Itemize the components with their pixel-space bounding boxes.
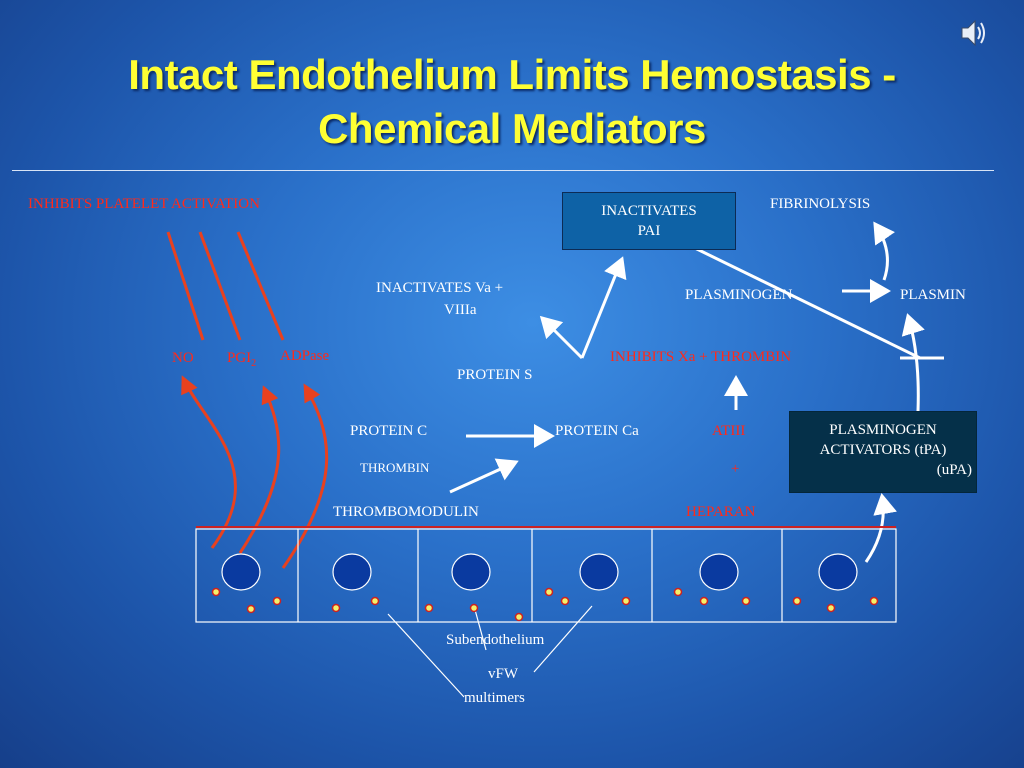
vfw-line-3 (533, 605, 593, 673)
vfw-pointer-lines (387, 605, 593, 698)
label-inhibits-platelet-activation: INHIBITS PLATELET ACTIVATION (28, 196, 260, 212)
title-divider (12, 170, 994, 171)
mediator-release-arrows (181, 375, 329, 569)
line-pai-inhibition (661, 230, 921, 360)
granule (699, 596, 709, 606)
red-line-no (166, 231, 205, 341)
granule (246, 604, 256, 614)
label-inactivates-va: INACTIVATES Va + (376, 280, 504, 296)
pathway-arrows (449, 221, 944, 563)
endothelial-layer (195, 526, 897, 623)
granule (469, 603, 479, 613)
activators-box-line-2: ACTIVATORS (tPA) (819, 442, 947, 458)
platelet-inhibition-lines (166, 231, 285, 341)
red-line-adpase (236, 231, 285, 341)
label-viiia: VIIIa (444, 302, 477, 318)
label-subendothelium: Subendothelium (446, 632, 545, 648)
granule (792, 596, 802, 606)
activators-box-line-1: PLASMINOGEN (829, 422, 937, 438)
nucleus (818, 553, 858, 591)
title-line-1: Intact Endothelium Limits Hemostasis - (128, 51, 896, 98)
speaker-icon[interactable] (960, 18, 986, 48)
granule (673, 587, 683, 597)
label-protein-c: PROTEIN C (350, 423, 428, 439)
granule (741, 596, 751, 606)
inactivates-pai-box: INACTIVATES PAI (562, 192, 736, 250)
label-multimers: multimers (464, 690, 525, 706)
plasminogen-activators-box: PLASMINOGEN ACTIVATORS (tPA) (uPA) (789, 411, 977, 493)
granule (621, 596, 631, 606)
arrow-protein-s-to-pai (580, 256, 627, 359)
nucleus (221, 553, 261, 591)
granule (370, 596, 380, 606)
label-adpase: ADPase (280, 348, 330, 364)
granule (869, 596, 879, 606)
nucleus (451, 553, 491, 591)
pgi-text: PGI (227, 350, 252, 366)
label-plasminogen: PLASMINOGEN (685, 287, 793, 303)
label-vfw: vFW (488, 666, 518, 682)
activators-box-line-3: (uPA) (936, 462, 972, 478)
vfw-line-1 (387, 613, 465, 698)
arrow-plasmin-to-fibrinolysis (873, 221, 896, 281)
label-protein-ca: PROTEIN Ca (555, 423, 639, 439)
label-plasmin: PLASMIN (900, 287, 966, 303)
arrow-protein-s-to-va (539, 315, 584, 360)
cell-layer-outline (195, 528, 897, 623)
nucleus (699, 553, 739, 591)
slide-title: Intact Endothelium Limits Hemostasis - C… (0, 48, 1024, 156)
label-fibrinolysis: FIBRINOLYSIS (770, 196, 871, 212)
red-curve-pgi (238, 385, 281, 554)
granule (544, 587, 554, 597)
title-line-2: Chemical Mediators (318, 105, 706, 152)
label-protein-s: PROTEIN S (457, 367, 533, 383)
arrow-thrombomodulin-to-thrombin (449, 458, 519, 494)
nuclei (221, 553, 858, 591)
label-no: NO (172, 350, 194, 366)
granule (514, 612, 524, 622)
granule (826, 603, 836, 613)
label-pgi2: PGI2 (227, 350, 256, 369)
label-heparan: HEPARAN (686, 504, 756, 520)
label-thrombomodulin: THROMBOMODULIN (333, 504, 479, 520)
pai-box-line-2: PAI (637, 223, 661, 239)
nucleus (579, 553, 619, 591)
red-line-pgi (198, 231, 242, 341)
red-curve-adpase (281, 383, 329, 569)
granule (331, 603, 341, 613)
vfw-line-2 (473, 605, 487, 651)
arrow-activators-to-plasmin (901, 313, 925, 412)
label-plus: + (731, 461, 740, 477)
label-atiii: ATIII (712, 423, 746, 439)
granule (272, 596, 282, 606)
pai-box-line-1: INACTIVATES (601, 203, 697, 219)
granule (424, 603, 434, 613)
weibel-palade-granules (211, 587, 879, 622)
red-curve-no (181, 375, 237, 549)
label-inhibits-xa-thrombin: INHIBITS Xa + THROMBIN (610, 349, 792, 365)
nucleus (332, 553, 372, 591)
granule (211, 587, 221, 597)
pgi-subscript: 2 (251, 358, 257, 369)
label-thrombin: THROMBIN (360, 460, 430, 475)
granule (560, 596, 570, 606)
